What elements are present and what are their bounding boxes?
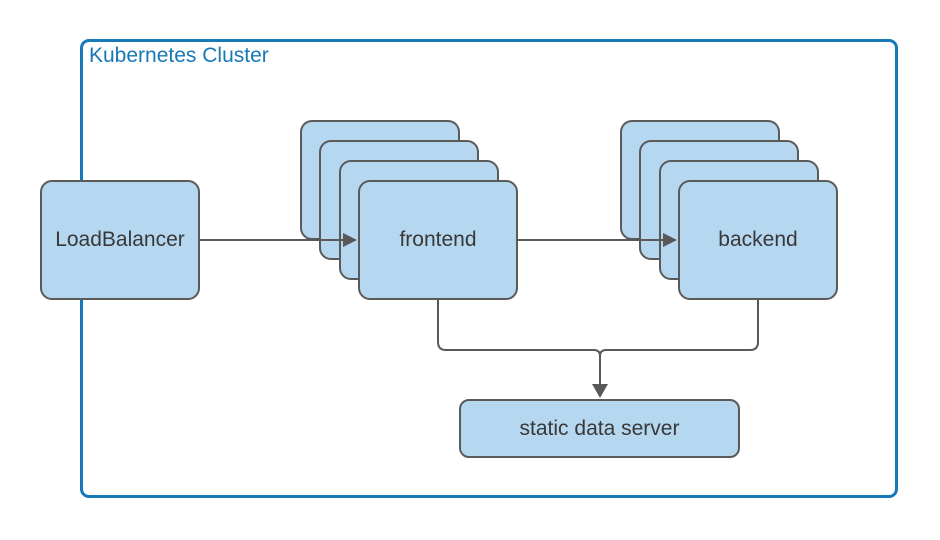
backend-node[interactable]: backend — [678, 180, 838, 300]
load-balancer-node[interactable]: LoadBalancer — [40, 180, 200, 300]
cluster-label: Kubernetes Cluster — [89, 44, 269, 67]
frontend-node-label: frontend — [399, 228, 477, 251]
backend-node-label: backend — [718, 228, 798, 251]
load-balancer-node-label: LoadBalancer — [55, 228, 185, 251]
frontend-node[interactable]: frontend — [358, 180, 518, 300]
static-data-server-node-label: static data server — [519, 416, 680, 440]
static-data-server-node[interactable]: static data server — [459, 399, 740, 458]
